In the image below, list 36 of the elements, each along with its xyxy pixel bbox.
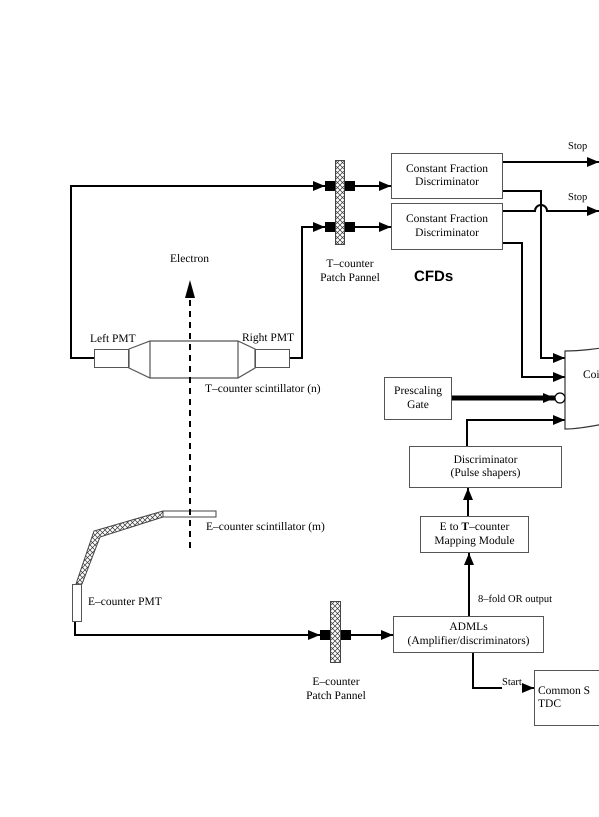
arrow [74, 622, 320, 640]
pmt-label: E–counter PMT [88, 596, 162, 608]
edge-label: Start [502, 677, 522, 689]
group-label: CFDs [414, 268, 454, 285]
arrow [351, 630, 393, 640]
part-label: T–counter scintillator (n) [205, 383, 321, 395]
module-box: Constant Fraction Discriminator [391, 153, 503, 199]
arrow [472, 653, 534, 693]
part-label: E–counter scintillator (m) [206, 521, 325, 533]
pmt-label: Left PMT [90, 333, 136, 345]
arrow [503, 157, 599, 167]
edge-label: 8–fold OR output [478, 594, 552, 606]
arrow [503, 190, 565, 363]
particle-label: Electron [170, 253, 209, 265]
panel-label: E–counter Patch Pannel [306, 675, 366, 704]
module-box: ADMLs (Amplifier/discriminators) [393, 616, 544, 653]
arrow [452, 393, 555, 403]
arrow [70, 181, 325, 359]
arrow [464, 553, 474, 616]
module-box: Prescaling Gate [384, 377, 452, 420]
pmt-label: Right PMT [242, 332, 294, 344]
arrow [463, 488, 473, 516]
arrow [503, 242, 565, 382]
module-box: Constant Fraction Discriminator [391, 203, 503, 250]
edge-label: Stop [568, 141, 588, 153]
arrow [355, 181, 391, 191]
tdc-module-box: Common S TDC [534, 670, 599, 726]
edge-label: Stop [568, 192, 588, 204]
arrow [290, 222, 325, 359]
panel-label: T–counter Patch Pannel [320, 257, 380, 286]
arrow [355, 222, 391, 232]
unit-label: Coi [583, 369, 599, 381]
arrow [503, 204, 599, 216]
module-box: E to T–counter Mapping Module [420, 516, 529, 553]
module-box: Discriminator (Pulse shapers) [409, 446, 562, 488]
arrow [466, 415, 565, 446]
